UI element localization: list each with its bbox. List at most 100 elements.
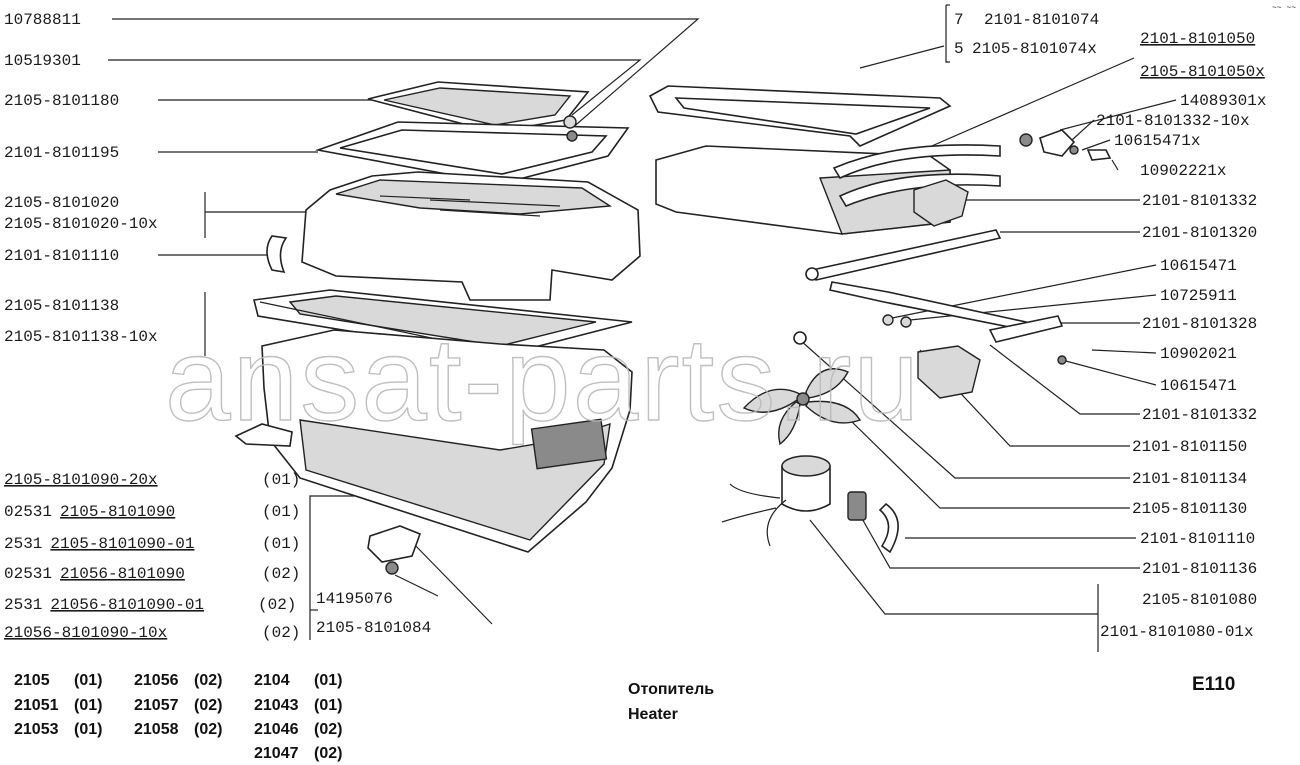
model-code: 2104	[254, 672, 290, 689]
callout-2105-8101050: 2105-8101050x	[1140, 63, 1265, 81]
seal-ring-a	[563, 115, 577, 129]
lower-housing-window	[530, 418, 608, 470]
resistor-block	[367, 525, 422, 563]
duct-handle-left	[266, 235, 288, 274]
callout-right: 10615471	[1160, 377, 1237, 395]
variant-tag: (01)	[262, 471, 300, 489]
variant-row: 21056-8101090-10x	[4, 624, 167, 642]
callout-2105-8101074: 2105-8101074x	[972, 40, 1097, 58]
model-tag: (02)	[194, 672, 222, 689]
callout-right: 10725911	[1160, 287, 1237, 305]
gasket-frame-inner	[339, 129, 608, 175]
variant-tag: (02)	[262, 565, 300, 583]
fan-impeller	[742, 368, 862, 446]
callout-right: 2101-8101080-01x	[1100, 623, 1254, 641]
watermark: ansat-parts.ru	[165, 314, 921, 446]
callout-right: 2105-8101080	[1142, 591, 1257, 609]
radiator-seal-inner	[674, 97, 931, 135]
callout-right: 2101-8101328	[1142, 315, 1257, 333]
right-leader-lines	[799, 4, 1177, 652]
callout-2101-8101110-left: 2101-8101110	[4, 247, 119, 265]
left-leader-lines	[108, 18, 700, 640]
model-tag: (01)	[74, 672, 102, 689]
callout-2101-8101050: 2101-8101050	[1140, 30, 1255, 48]
callout-right: 2101-8101332-10x	[1096, 112, 1250, 130]
callout-right: 14089301x	[1180, 92, 1266, 110]
variant-tag: (02)	[262, 624, 300, 642]
callout-2105-8101020: 2105-8101020	[4, 194, 119, 212]
corner-mark: ~~ ~~	[1272, 4, 1296, 13]
duct-handle-right	[878, 502, 899, 554]
callout-14195076: 14195076	[316, 590, 393, 608]
callout-right: 2101-8101134	[1132, 470, 1247, 488]
model-tag: (01)	[74, 721, 102, 738]
model-code: 21047	[254, 745, 299, 762]
left-labels: 10788811 10519301 2105-8101180 2101-8101…	[4, 11, 158, 346]
model-code: 21051	[14, 697, 59, 714]
lower-housing-shade	[299, 419, 611, 541]
caption: Отопитель Heater E110	[628, 674, 1235, 723]
valve-port	[793, 331, 807, 345]
variant-row: 2105-8101090-20x	[4, 471, 158, 489]
callout-2101-8101195: 2101-8101195	[4, 144, 119, 162]
callout-right: 10902021	[1160, 345, 1237, 363]
callout-right: 2101-8101332	[1142, 406, 1257, 424]
callout-2105-8101020-10: 2105-8101020-10x	[4, 215, 158, 233]
callout-2105-8101180: 2105-8101180	[4, 92, 119, 110]
callout-2101-8101074: 2101-8101074	[984, 11, 1099, 29]
model-tag: (01)	[74, 697, 102, 714]
model-tag: (02)	[314, 745, 342, 762]
callout-right: 10902221x	[1140, 162, 1226, 180]
model-tag: (01)	[314, 697, 342, 714]
lower-housing-tab	[234, 423, 293, 447]
model-applicability-table: 2105 (01) 21051 (01) 21053 (01) 21056 (0…	[14, 672, 342, 762]
clamp-b	[900, 316, 912, 328]
top-right-labels: 7 2101-8101074 5 2105-8101074x 2101-8101…	[954, 4, 1296, 81]
model-code: 21056	[134, 672, 179, 689]
heater-housing-assembly	[234, 81, 641, 575]
clamp-a	[882, 314, 894, 326]
callout-10788811: 10788811	[4, 11, 81, 29]
model-code: 21057	[134, 697, 179, 714]
motor-pad	[847, 491, 867, 521]
tap-gasket	[1039, 129, 1076, 157]
model-code: 2105	[14, 672, 50, 689]
hose-upper	[810, 229, 1002, 281]
callout-right: 10615471x	[1114, 132, 1200, 150]
bracket-qty: 7	[954, 11, 964, 29]
hose-short	[988, 315, 1064, 343]
variant-tag: (01)	[262, 535, 300, 553]
cover-plate-inner	[383, 87, 572, 126]
model-tag: (02)	[194, 697, 222, 714]
radiator-tap	[913, 179, 969, 227]
callout-right: 2101-8101150	[1132, 438, 1247, 456]
model-code: 21046	[254, 721, 299, 738]
fan-motor	[721, 455, 831, 547]
caption-title-en: Heater	[628, 706, 678, 723]
callout-2105-8101084: 2105-8101084	[316, 619, 431, 637]
page-code: E110	[1192, 674, 1235, 695]
callout-right: 2101-8101320	[1142, 224, 1257, 242]
callout-right: 10615471	[1160, 257, 1237, 275]
variant-tag: (01)	[262, 503, 300, 521]
callout-right: 2105-8101130	[1132, 500, 1247, 518]
variant-tag: (02)	[258, 596, 296, 614]
callout-2105-8101138-10: 2105-8101138-10x	[4, 328, 158, 346]
callout-10519301: 10519301	[4, 52, 81, 70]
tap-nut	[1019, 133, 1033, 147]
radiator-pipe-upper	[832, 144, 1001, 180]
tap-bolt	[1086, 149, 1112, 161]
valve-body	[917, 345, 981, 399]
model-code: 21058	[134, 721, 179, 738]
flap-frame-inner	[288, 295, 597, 347]
resistor-nut	[385, 561, 399, 575]
model-tag: (02)	[194, 721, 222, 738]
tap-washer	[1069, 145, 1079, 155]
callout-right: 2101-8101110	[1140, 530, 1255, 548]
